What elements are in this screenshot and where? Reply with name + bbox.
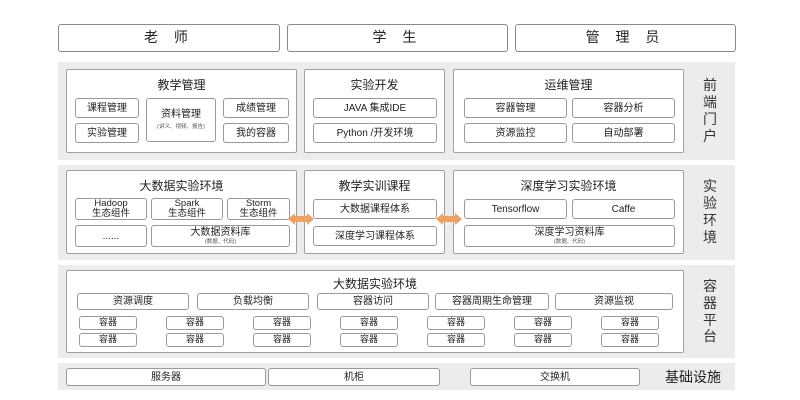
container-box: 容器 xyxy=(601,316,659,330)
bigdata-library-sub: (数据、代码) xyxy=(204,238,237,245)
container-box: 容器 xyxy=(166,333,224,347)
cabinet-box: 机柜 xyxy=(268,368,440,386)
dl-library-box: 深度学习资料库 (数据、代码) xyxy=(464,225,675,247)
course-panel: 教学实训课程 大数据课程体系 深度学习课程体系 xyxy=(304,170,445,254)
ops-mgmt-panel: 运维管理 容器管理 容器分析 资源监控 自动部署 xyxy=(453,69,684,153)
container-side-char: 台 xyxy=(703,328,717,345)
my-containers-box: 我的容器 xyxy=(223,123,289,143)
lab-mgmt-box: 实验管理 xyxy=(75,123,139,143)
auto-deploy-box: 自动部署 xyxy=(572,123,675,143)
container-box: 容器 xyxy=(514,333,572,347)
load-balancing-box: 负载均衡 xyxy=(197,293,309,310)
container-analysis-box: 容器分析 xyxy=(572,98,675,118)
teaching-mgmt-title: 教学管理 xyxy=(157,78,206,92)
teaching-mgmt-panel: 教学管理 课程管理 资料管理 (讲义、视频、报告) 成绩管理 实验管理 我的容器 xyxy=(66,69,297,153)
infrastructure-label: 基础设施 xyxy=(665,369,721,385)
container-box: 容器 xyxy=(601,333,659,347)
portal-side-label: 前 端 门 户 xyxy=(690,69,730,153)
portal-side-char: 门 xyxy=(703,111,717,127)
role-admin: 管 理 员 xyxy=(515,24,736,52)
storm-label: Storm xyxy=(245,197,272,209)
course-title: 教学实训课程 xyxy=(338,179,411,193)
storm-sub: 生态组件 xyxy=(239,208,278,219)
bigdata-env-title: 大数据实验环境 xyxy=(139,179,224,193)
container-side-char: 器 xyxy=(703,294,717,311)
container-box: 容器 xyxy=(427,333,485,347)
storm-box: Storm 生态组件 xyxy=(227,198,290,220)
grade-mgmt-box: 成绩管理 xyxy=(223,98,289,118)
container-platform-title: 大数据实验环境 xyxy=(332,277,417,291)
resource-monitor-box: 资源监控 xyxy=(464,123,567,143)
portal-side-char: 户 xyxy=(703,127,717,144)
role-teacher: 老 师 xyxy=(58,24,280,52)
bigdata-library-label: 大数据资料库 xyxy=(190,226,251,238)
hadoop-box: Hadoop 生态组件 xyxy=(75,198,147,220)
ops-mgmt-title: 运维管理 xyxy=(544,78,593,92)
container-box: 容器 xyxy=(427,316,485,330)
course-mgmt-box: 课程管理 xyxy=(75,98,139,118)
container-grid: 容器容器容器容器容器容器容器容器容器容器容器容器容器容器 xyxy=(77,316,677,350)
tensorflow-box: Tensorflow xyxy=(464,199,567,219)
dl-env-title: 深度学习实验环境 xyxy=(520,179,617,193)
resource-scheduling-box: 资源调度 xyxy=(77,293,189,310)
container-box: 容器 xyxy=(166,316,224,330)
hadoop-sub: 生态组件 xyxy=(91,208,130,219)
container-mgmt-box: 容器管理 xyxy=(464,98,567,118)
container-platform-side-label: 容 器 平 台 xyxy=(690,270,730,353)
container-box: 容器 xyxy=(79,316,137,330)
lab-env-side-char: 验 xyxy=(703,195,717,212)
material-mgmt-box: 资料管理 (讲义、视频、报告) xyxy=(146,98,216,142)
portal-side-char: 前 xyxy=(703,77,717,94)
resource-watch-box: 资源监视 xyxy=(555,293,673,310)
lab-env-side-char: 环 xyxy=(703,212,717,228)
container-box: 容器 xyxy=(253,333,311,347)
lab-env-side-char: 境 xyxy=(703,228,717,245)
container-box: 容器 xyxy=(340,333,398,347)
dl-course-box: 深度学习课程体系 xyxy=(313,226,437,246)
container-platform-panel: 大数据实验环境 资源调度 负载均衡 容器访问 容器周期生命管理 资源监视 容器容… xyxy=(66,270,684,353)
role-student: 学 生 xyxy=(287,24,508,52)
dl-library-sub: (数据、代码) xyxy=(553,238,586,245)
lab-dev-panel: 实验开发 JAVA 集成IDE Python /开发环境 xyxy=(304,69,445,153)
server-box: 服务器 xyxy=(66,368,266,386)
spark-label: Spark xyxy=(174,197,200,209)
double-arrow-icon xyxy=(436,213,462,225)
container-access-box: 容器访问 xyxy=(317,293,429,310)
container-box: 容器 xyxy=(253,316,311,330)
material-mgmt-label: 资料管理 xyxy=(161,109,201,121)
container-box: 容器 xyxy=(340,316,398,330)
portal-side-char: 端 xyxy=(703,94,717,111)
dl-env-panel: 深度学习实验环境 Tensorflow Caffe 深度学习资料库 (数据、代码… xyxy=(453,170,684,254)
lifecycle-mgmt-box: 容器周期生命管理 xyxy=(435,293,549,310)
caffe-box: Caffe xyxy=(572,199,675,219)
lab-dev-title: 实验开发 xyxy=(350,78,399,92)
java-ide-box: JAVA 集成IDE xyxy=(313,98,437,118)
double-arrow-icon xyxy=(288,213,314,225)
lab-env-side-char: 实 xyxy=(703,178,717,195)
python-env-box: Python /开发环境 xyxy=(313,123,437,143)
more-components-box: ...... xyxy=(75,225,147,247)
lab-env-side-label: 实 验 环 境 xyxy=(690,170,730,254)
container-side-char: 容 xyxy=(703,277,717,294)
spark-box: Spark 生态组件 xyxy=(151,198,223,220)
dl-library-label: 深度学习资料库 xyxy=(534,226,605,238)
container-side-char: 平 xyxy=(703,311,717,328)
bigdata-library-box: 大数据资料库 (数据、代码) xyxy=(151,225,290,247)
hadoop-label: Hadoop xyxy=(94,197,128,209)
spark-sub: 生态组件 xyxy=(167,208,206,219)
bigdata-env-panel: 大数据实验环境 Hadoop 生态组件 Spark 生态组件 Storm 生态组… xyxy=(66,170,297,254)
material-mgmt-sub: (讲义、视频、报告) xyxy=(157,124,205,131)
container-box: 容器 xyxy=(514,316,572,330)
container-box: 容器 xyxy=(79,333,137,347)
bigdata-course-box: 大数据课程体系 xyxy=(313,199,437,219)
switch-box: 交换机 xyxy=(470,368,640,386)
